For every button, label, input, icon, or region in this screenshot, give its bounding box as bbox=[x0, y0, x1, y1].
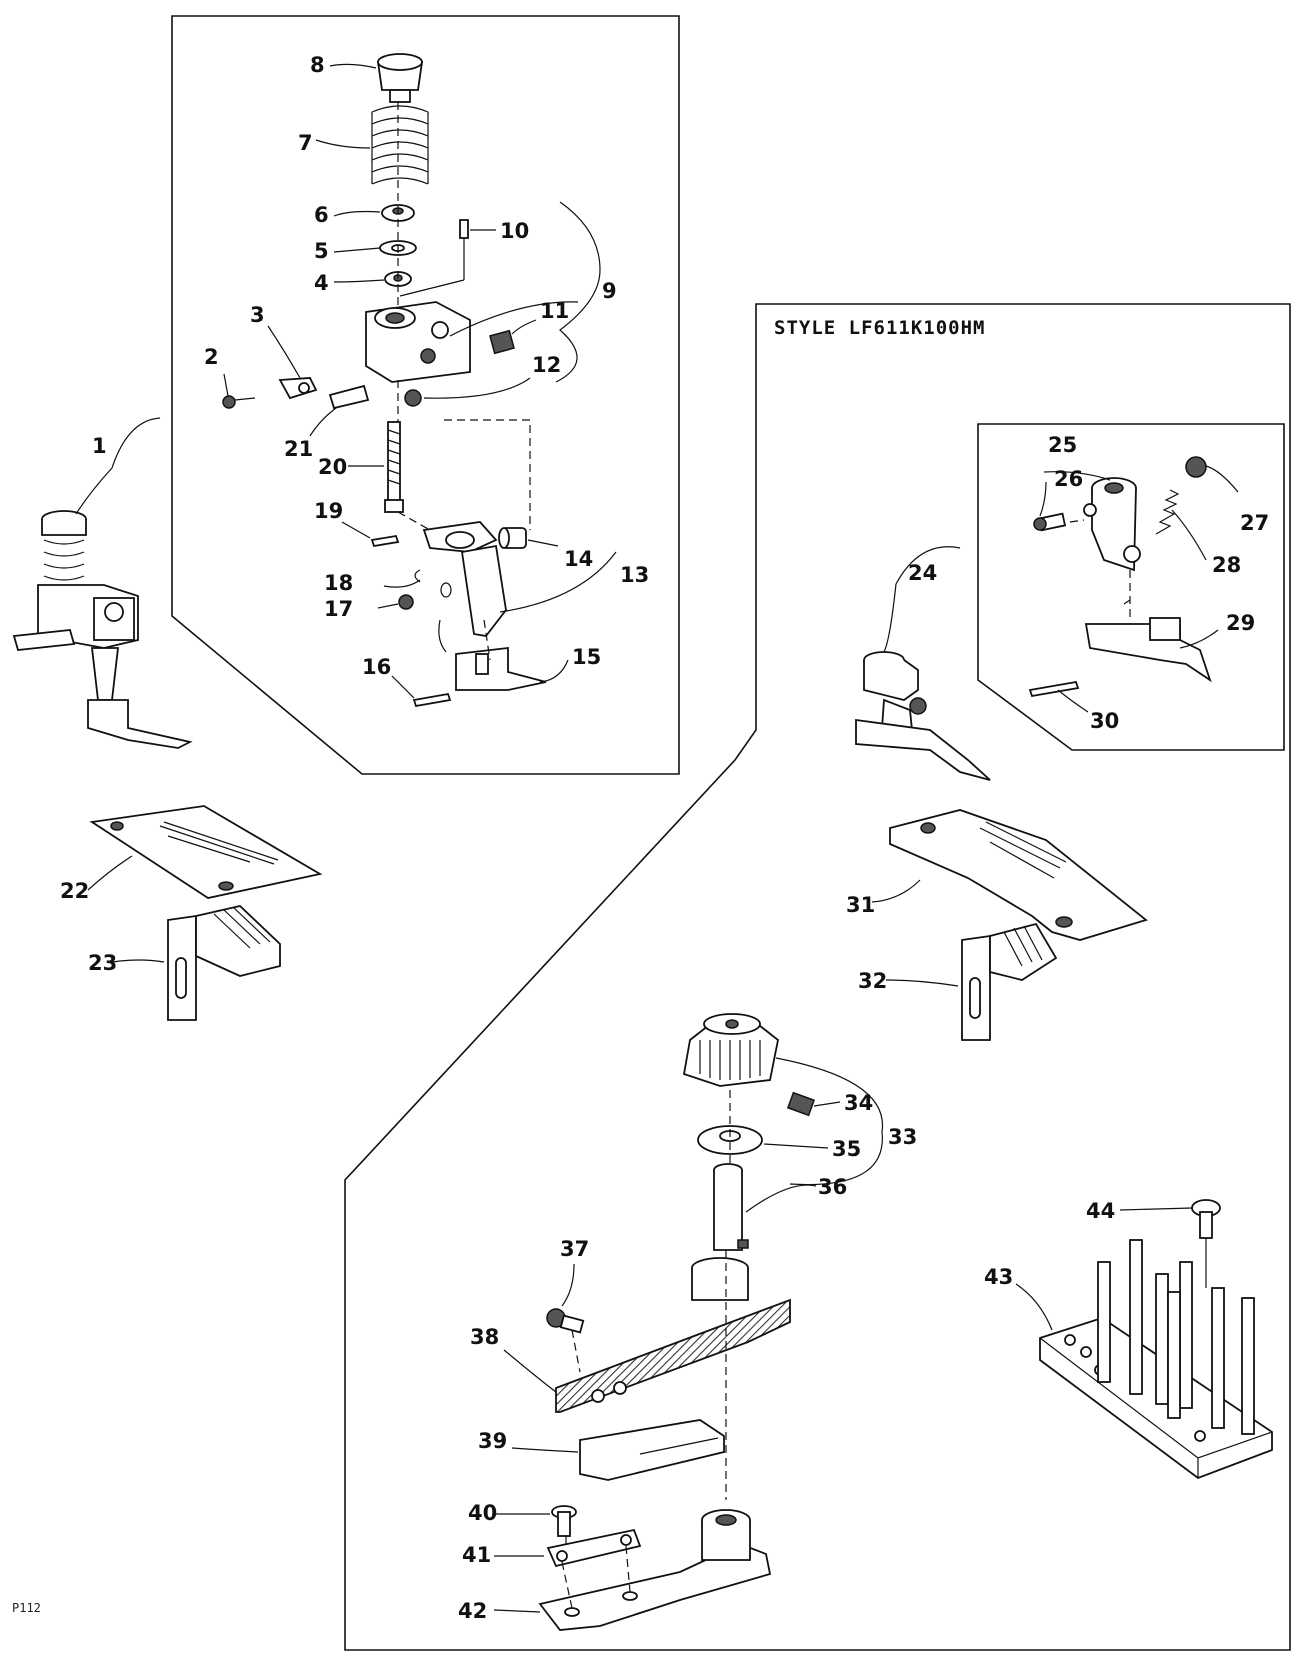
needle-holder-43-drawing bbox=[1039, 1238, 1273, 1480]
callout-13: 13 bbox=[620, 563, 649, 587]
callout-42: 42 bbox=[458, 1599, 487, 1623]
callout-14: 14 bbox=[564, 547, 593, 571]
callout-8: 8 bbox=[310, 53, 325, 77]
base-42-drawing bbox=[538, 1509, 772, 1631]
alt-section-alignment-lines bbox=[1069, 519, 1131, 618]
stud-21-drawing bbox=[328, 384, 370, 410]
presser-foot-assembly-drawing bbox=[12, 510, 193, 749]
upper-alignment-lines bbox=[397, 102, 531, 661]
needle-plate-22-drawing bbox=[89, 805, 323, 899]
callout-17: 17 bbox=[324, 597, 353, 621]
plate-39-drawing bbox=[579, 1419, 725, 1481]
callout-44: 44 bbox=[1086, 1199, 1115, 1223]
callout-7: 7 bbox=[298, 131, 313, 155]
style-section-frame bbox=[344, 303, 1291, 1651]
callout-1: 1 bbox=[92, 434, 107, 458]
callout-34: 34 bbox=[844, 1091, 873, 1115]
callout-11: 11 bbox=[540, 299, 569, 323]
callout-28: 28 bbox=[1212, 553, 1241, 577]
screw-44-drawing bbox=[1191, 1199, 1221, 1239]
callout-6: 6 bbox=[314, 203, 329, 227]
callout-18: 18 bbox=[324, 571, 353, 595]
style-title: STYLE LF611K100HM bbox=[774, 317, 985, 339]
callout-20: 20 bbox=[318, 455, 347, 479]
callout-26: 26 bbox=[1054, 467, 1083, 491]
link-41-drawing bbox=[546, 1528, 642, 1568]
callout-25: 25 bbox=[1048, 433, 1077, 457]
alt-presser-foot-frame bbox=[977, 423, 1285, 751]
callout-10: 10 bbox=[500, 219, 529, 243]
callout-33: 33 bbox=[888, 1125, 917, 1149]
screw-20-drawing bbox=[384, 421, 404, 513]
pin-19-drawing bbox=[370, 534, 400, 548]
arm-38-drawing bbox=[555, 1257, 791, 1413]
callout-36: 36 bbox=[818, 1175, 847, 1199]
lever-3-drawing bbox=[278, 377, 318, 400]
callout-24: 24 bbox=[908, 561, 937, 585]
callout-5: 5 bbox=[314, 239, 329, 263]
callout-12: 12 bbox=[532, 353, 561, 377]
callout-4: 4 bbox=[314, 271, 329, 295]
ring-18-drawing bbox=[414, 569, 452, 598]
pin-30-drawing bbox=[1028, 680, 1080, 698]
knob-33-drawing bbox=[682, 1013, 779, 1087]
callout-40: 40 bbox=[468, 1501, 497, 1525]
callout-9: 9 bbox=[602, 279, 617, 303]
callout-30: 30 bbox=[1090, 709, 1119, 733]
sleeve-14-drawing bbox=[498, 527, 527, 549]
callout-35: 35 bbox=[832, 1137, 861, 1161]
leader-lines bbox=[75, 63, 1239, 1613]
callout-labels: 1 2 3 4 5 6 7 8 9 10 11 12 13 14 15 16 1… bbox=[60, 53, 1269, 1623]
screw-34-drawing bbox=[786, 1091, 816, 1117]
callout-31: 31 bbox=[846, 893, 875, 917]
callout-29: 29 bbox=[1226, 611, 1255, 635]
callout-43: 43 bbox=[984, 1265, 1013, 1289]
stud-36-drawing bbox=[713, 1163, 749, 1251]
callout-37: 37 bbox=[560, 1237, 589, 1261]
callout-2: 2 bbox=[204, 345, 219, 369]
callout-3: 3 bbox=[250, 303, 265, 327]
needle-plate-31-drawing bbox=[889, 809, 1148, 941]
screw-2-drawing bbox=[222, 395, 256, 409]
spring-drawing bbox=[371, 105, 429, 185]
callout-22: 22 bbox=[60, 879, 89, 903]
callout-19: 19 bbox=[314, 499, 343, 523]
screw-17-drawing bbox=[398, 594, 414, 610]
screw-26-drawing bbox=[1033, 512, 1067, 532]
foot-holder-13-drawing bbox=[422, 521, 507, 637]
callout-41: 41 bbox=[462, 1543, 491, 1567]
callout-39: 39 bbox=[478, 1429, 507, 1453]
callout-23: 23 bbox=[88, 951, 117, 975]
callout-21: 21 bbox=[284, 437, 313, 461]
holder-25-drawing bbox=[1083, 477, 1141, 572]
presser-foot-24-drawing bbox=[855, 651, 991, 781]
feed-dog-32-drawing bbox=[961, 922, 1058, 1041]
page-id: P112 bbox=[12, 1601, 41, 1615]
foot-29-drawing bbox=[1084, 617, 1212, 683]
screw-40-drawing bbox=[551, 1505, 577, 1537]
feed-dog-23-drawing bbox=[167, 905, 281, 1021]
callout-38: 38 bbox=[470, 1325, 499, 1349]
callout-15: 15 bbox=[572, 645, 601, 669]
upper-detail-frame bbox=[171, 15, 680, 775]
pin-16-drawing bbox=[412, 692, 452, 708]
callout-27: 27 bbox=[1240, 511, 1269, 535]
screw-12-drawing bbox=[404, 389, 422, 407]
lower-alignment-lines bbox=[561, 1090, 731, 1609]
pin-10-drawing bbox=[459, 219, 469, 239]
presser-bar-guide-drawing bbox=[365, 301, 471, 383]
callout-32: 32 bbox=[858, 969, 887, 993]
foot-15-drawing bbox=[455, 646, 547, 691]
callout-16: 16 bbox=[362, 655, 391, 679]
spring-28-drawing bbox=[1155, 489, 1180, 535]
thumb-nut-drawing bbox=[376, 53, 424, 103]
screw-37-drawing bbox=[546, 1308, 585, 1334]
screw-27-drawing bbox=[1185, 456, 1207, 478]
screw-11-drawing bbox=[489, 329, 515, 355]
